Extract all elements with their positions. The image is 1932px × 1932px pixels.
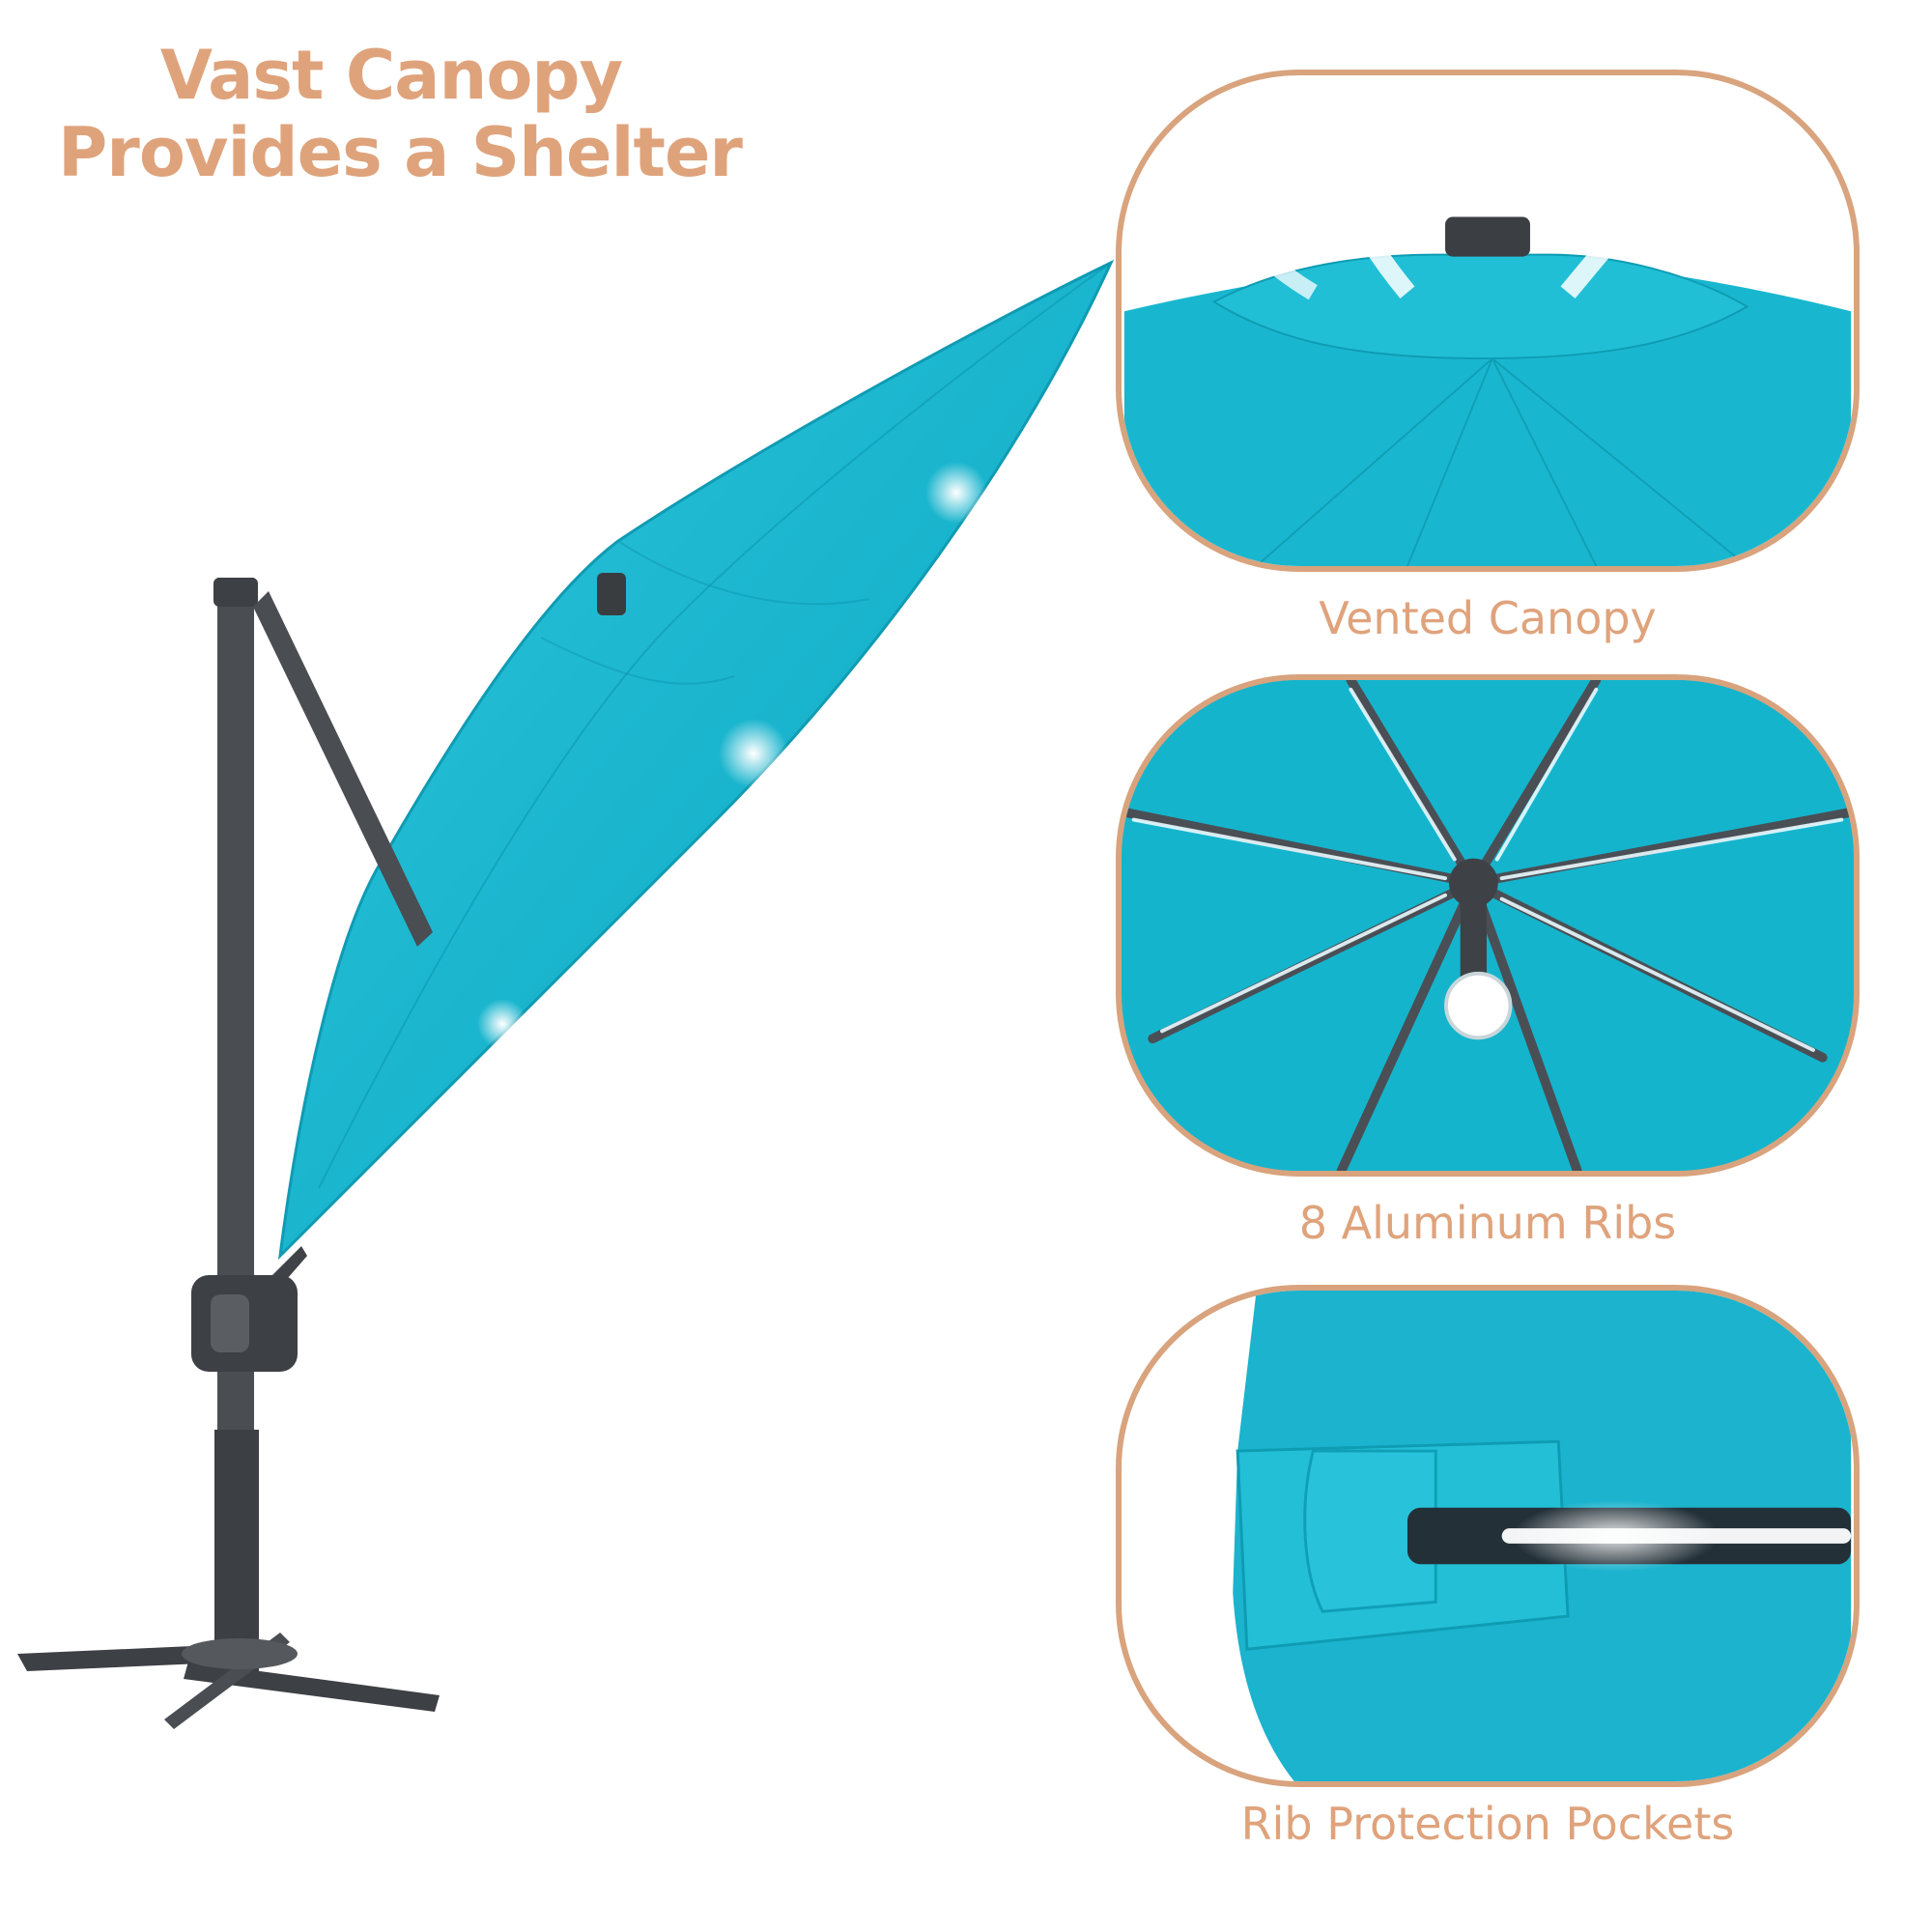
- vented-canopy-image: [1123, 141, 1852, 566]
- caption-aluminum-ribs: 8 Aluminum Ribs: [1298, 1197, 1677, 1249]
- headline-line-1: Vast Canopy: [159, 36, 623, 115]
- rib-pockets-image: [1233, 1291, 1852, 1781]
- led-lights: [477, 462, 987, 1049]
- airflow-arrow-icon: [1560, 160, 1695, 298]
- headline: Vast Canopy Provides a Shelter: [58, 36, 743, 192]
- headline-line-2: Provides a Shelter: [58, 113, 743, 192]
- airflow-arrow-icon: [1210, 194, 1318, 300]
- led-light-icon: [925, 462, 987, 524]
- solar-panel-icon: [597, 573, 626, 615]
- aluminum-ribs-image: [1122, 680, 1854, 1171]
- caption-vented-canopy: Vented Canopy: [1319, 592, 1657, 644]
- feature-panel-vented-canopy: [1116, 70, 1860, 572]
- feature-panel-aluminum-ribs: [1116, 674, 1860, 1177]
- led-light-icon: [477, 999, 527, 1049]
- light-bulb-icon: [1444, 971, 1513, 1040]
- caption-rib-pockets: Rib Protection Pockets: [1240, 1798, 1735, 1850]
- canopy: [277, 259, 1115, 1261]
- umbrella-frame: [17, 578, 440, 1729]
- feature-panel-rib-pockets: [1116, 1285, 1860, 1787]
- cantilever-umbrella-illustration: [17, 259, 1115, 1729]
- led-light-icon: [719, 719, 788, 788]
- solar-panel-icon: [1445, 216, 1530, 257]
